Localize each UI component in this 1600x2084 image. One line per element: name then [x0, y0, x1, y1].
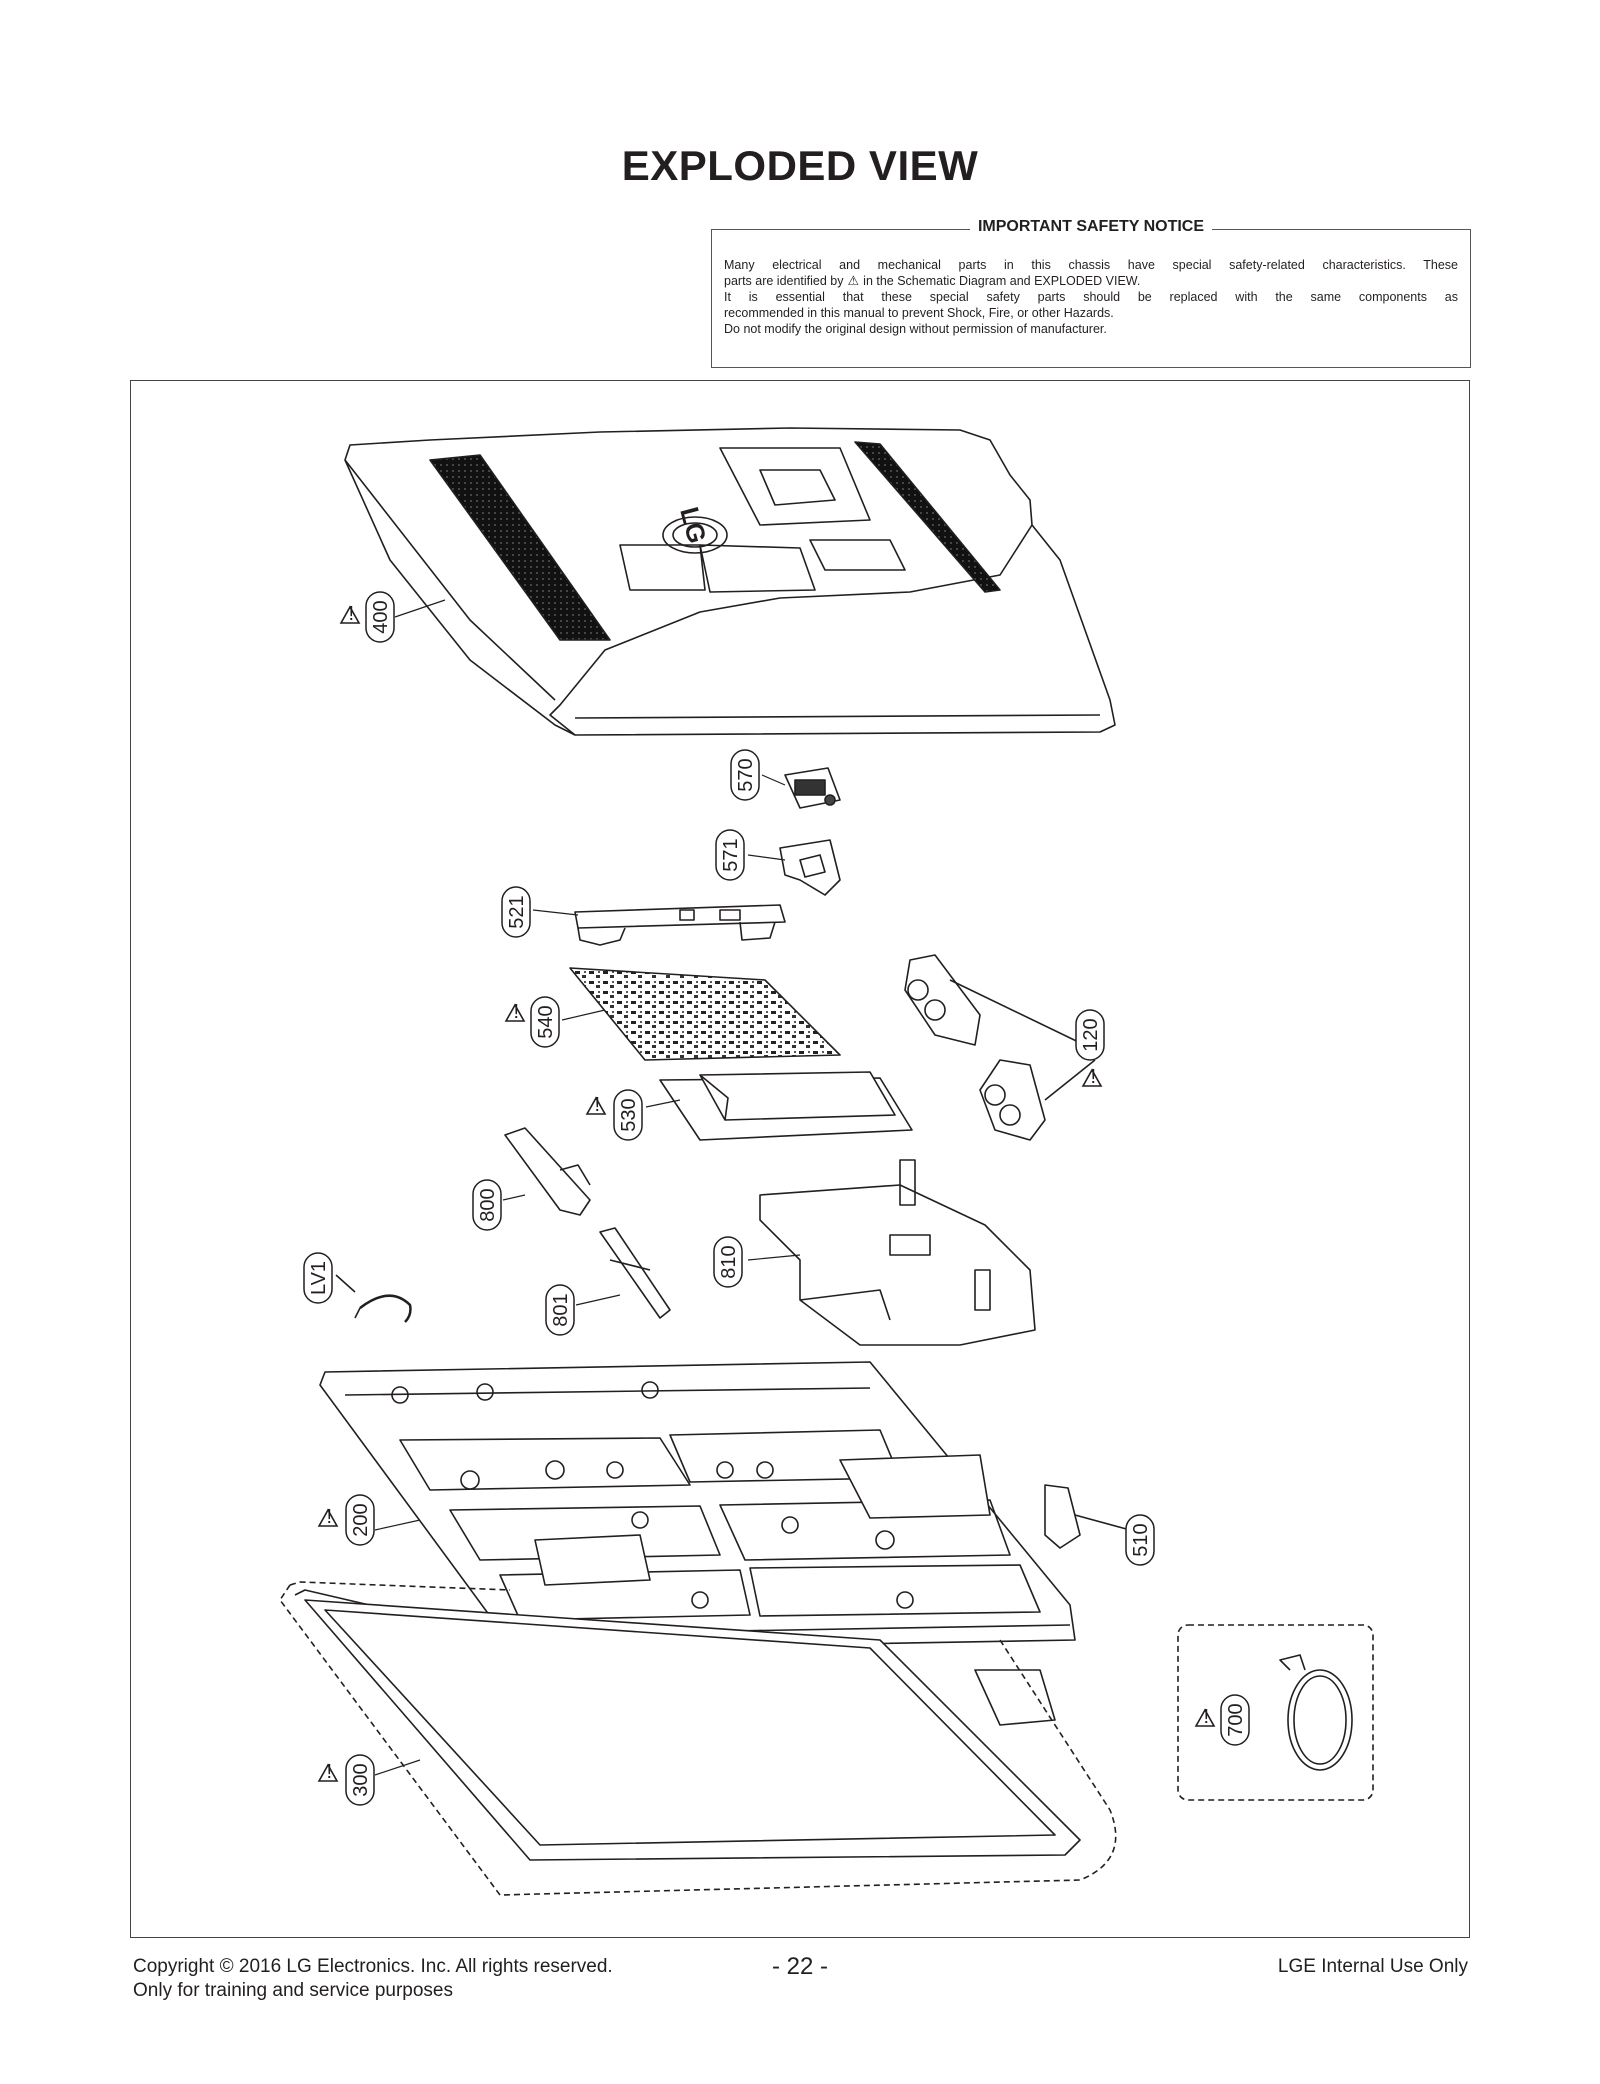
- speakers-120-drawing: [904, 954, 1096, 1141]
- notice-line-1: Many electrical and mechanical parts in …: [724, 258, 1458, 272]
- svg-text:300: 300: [350, 1763, 372, 1796]
- back-chassis-200-drawing: [319, 1361, 1076, 1651]
- leader-lines: [374, 599, 801, 1776]
- svg-text:530: 530: [618, 1098, 640, 1131]
- svg-text:400: 400: [370, 600, 392, 633]
- svg-text:570: 570: [735, 758, 757, 791]
- bracket-801-drawing: [599, 1227, 671, 1319]
- svg-text:!: !: [327, 1506, 333, 1528]
- power-box-530-drawing: [659, 1071, 913, 1141]
- safety-notice-text: Many electrical and mechanical parts in …: [724, 257, 1458, 337]
- svg-text:!: !: [327, 1761, 333, 1783]
- svg-text:!: !: [1204, 1706, 1210, 1728]
- callout-300: 300: [345, 1754, 375, 1806]
- part-callouts: 400 ! 570 571 521 540 ! 120 !: [303, 591, 1250, 1806]
- svg-text:801: 801: [550, 1293, 572, 1326]
- front-bezel-300-drawing: [279, 1581, 1117, 1896]
- svg-text:!: !: [514, 1001, 520, 1023]
- svg-text:!: !: [349, 603, 355, 625]
- callout-400: 400: [365, 591, 395, 643]
- callout-530: 530: [613, 1089, 643, 1141]
- svg-text:810: 810: [718, 1245, 740, 1278]
- safety-notice-box: IMPORTANT SAFETY NOTICE Many electrical …: [711, 218, 1471, 368]
- callout-lv1: LV1: [303, 1252, 333, 1304]
- notice-line-3: It is essential that these special safet…: [724, 290, 1458, 304]
- svg-text:540: 540: [535, 1005, 557, 1038]
- power-cord-700-drawing: [1177, 1624, 1374, 1801]
- callout-700: 700: [1220, 1694, 1250, 1746]
- copyright-text: Copyright © 2016 LG Electronics. Inc. Al…: [133, 1956, 613, 1977]
- callout-200: 200: [345, 1494, 375, 1546]
- plate-810-drawing: [759, 1159, 1036, 1346]
- warning-triangle-icon: !: [504, 1001, 526, 1023]
- notice-line-5: Do not modify the original design withou…: [724, 322, 1107, 336]
- cable-lv1-drawing: [335, 1274, 412, 1323]
- warning-triangle-icon: ⚠: [847, 273, 860, 288]
- callout-571: 571: [715, 829, 745, 881]
- callout-801: 801: [545, 1284, 575, 1336]
- svg-text:700: 700: [1225, 1703, 1247, 1736]
- svg-text:!: !: [595, 1094, 601, 1116]
- callout-810: 810: [713, 1236, 743, 1288]
- bracket-800-drawing: [504, 1127, 591, 1216]
- callout-800: 800: [472, 1179, 502, 1231]
- back-cover-drawing: LG: [344, 427, 1116, 736]
- page-title: EXPLODED VIEW: [621, 142, 979, 189]
- callout-120: 120: [1075, 1009, 1105, 1061]
- svg-text:120: 120: [1080, 1018, 1102, 1051]
- svg-text:521: 521: [506, 895, 528, 928]
- diagram-frame: [130, 380, 1470, 1938]
- bracket-521-drawing: [574, 904, 786, 946]
- board-570-drawing: [784, 767, 841, 809]
- callout-540: 540: [530, 996, 560, 1048]
- part-510-drawing: [1044, 1484, 1131, 1549]
- internal-use-label: LGE Internal Use Only: [1277, 1956, 1468, 1977]
- svg-text:510: 510: [1130, 1523, 1152, 1556]
- svg-text:LV1: LV1: [308, 1261, 330, 1295]
- svg-text:800: 800: [477, 1188, 499, 1221]
- warning-triangle-icon: !: [585, 1094, 607, 1116]
- main-board-540-drawing: [569, 967, 841, 1061]
- svg-text:!: !: [1091, 1066, 1097, 1088]
- purpose-text: Only for training and service purposes: [133, 1980, 453, 2001]
- svg-text:200: 200: [350, 1503, 372, 1536]
- notice-line-4: recommended in this manual to prevent Sh…: [724, 306, 1114, 320]
- bracket-571-drawing: [779, 839, 841, 896]
- notice-line-2: parts are identified by⚠in the Schematic…: [724, 273, 1141, 288]
- warning-triangle-icon: !: [1194, 1706, 1216, 1728]
- callout-570: 570: [730, 749, 760, 801]
- warning-triangle-icon: !: [339, 603, 361, 625]
- callout-521: 521: [501, 886, 531, 938]
- page-number: - 22 -: [771, 1953, 828, 1980]
- callout-510: 510: [1125, 1514, 1155, 1566]
- svg-text:571: 571: [720, 838, 742, 871]
- warning-triangle-icon: !: [1081, 1066, 1103, 1088]
- safety-notice-heading: IMPORTANT SAFETY NOTICE: [969, 218, 1213, 235]
- warning-triangle-icon: !: [317, 1506, 339, 1528]
- warning-triangle-icon: !: [317, 1761, 339, 1783]
- footer-copyright: Copyright © 2016 LG Electronics. Inc. Al…: [133, 1955, 613, 2003]
